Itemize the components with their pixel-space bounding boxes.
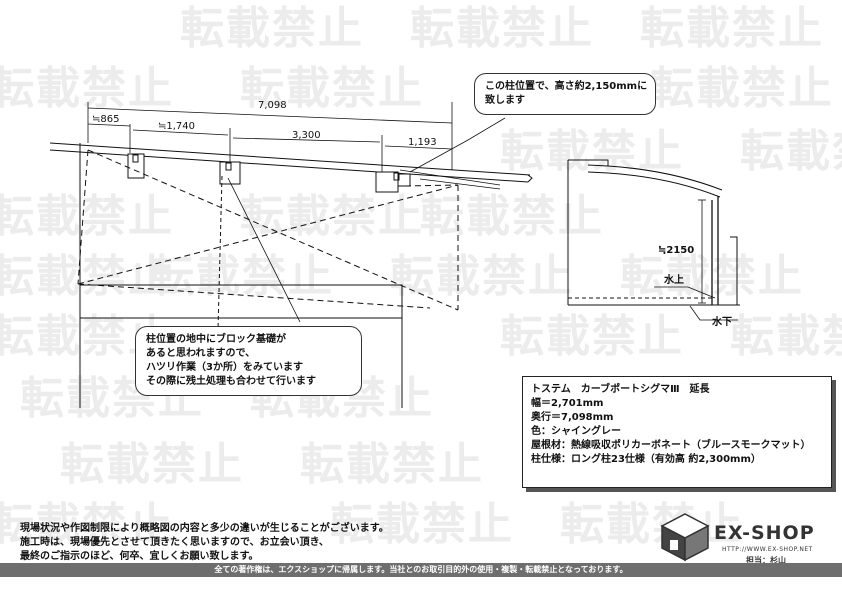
callout-leader (227, 117, 506, 323)
callout-line: あると思われますので、 (146, 348, 256, 359)
watermark-text: 転載禁止 (0, 499, 174, 550)
watermark-text: 転載禁止 (500, 126, 684, 177)
callout-line: その際に残土処理も合わせて行います (146, 376, 316, 387)
watermark-text: 転載禁止 (60, 439, 244, 490)
brand-name: EX-SHOP (714, 522, 815, 544)
post (127, 153, 411, 193)
spec-depth: 奥行＝7,098mm (531, 412, 614, 423)
note-line: 最終のご指示のほど、何卒、宜しくお願い致します。 (20, 551, 259, 562)
callout-foundation-note: 柱位置の地中にブロック基礎が あると思われますので、 ハツリ作業（3か所）をみて… (135, 326, 362, 396)
ex-shop-cube-logo-icon (660, 513, 710, 562)
side-elevation (567, 159, 740, 321)
spec-box: トステム カーブポートシグマⅢ 延長 幅＝2,701mm 奥行＝7,098mm … (522, 376, 832, 488)
note-line: 現場状況や作図制限により概略図の内容と多少の違いが生じることがございます。 (20, 523, 389, 534)
watermark-text: 転載禁止 (330, 499, 514, 550)
building-outline (79, 143, 403, 408)
dimension-label-seg2: ≒1,740 (158, 121, 195, 132)
callout-line: 柱位置の地中にブロック基礎が (146, 334, 286, 345)
watermark-text: 転載禁止 (740, 126, 842, 177)
side-height-label: ≒2150 (658, 245, 694, 256)
watermark-text: 転載禁止 (0, 63, 174, 114)
brand-url: HTTP://WWW.EX-SHOP.NET (722, 546, 813, 553)
callout-line: 致します (485, 95, 525, 106)
watermark-text: 転載禁止 (560, 499, 744, 550)
watermark-text: 転載禁止 (0, 191, 174, 242)
watermark-text: 転載禁止 (150, 251, 334, 302)
watermark-text: 転載禁止 (410, 3, 594, 54)
spec-product: トステム カーブポートシグマⅢ 延長 (531, 384, 710, 395)
dimension-label-total: 7,098 (258, 100, 287, 111)
watermark-text: 転載禁止 (240, 63, 424, 114)
watermark-text: 転載禁止 (620, 251, 804, 302)
watermark-text: 転載禁止 (0, 251, 174, 302)
watermark-text: 転載禁止 (640, 3, 824, 54)
spec-width: 幅＝2,701mm (531, 398, 604, 409)
callout-post-height: この柱位置で、高さ約2,150mmに 致します (474, 73, 656, 115)
note-line: 施工時は、現場優先とさせて頂きたく思いますので、お立会い頂き、 (20, 537, 329, 548)
disclaimer-notes: 現場状況や作図制限により概略図の内容と多少の違いが生じることがございます。 施工… (20, 522, 389, 564)
watermark-text: 転載禁止 (650, 63, 834, 114)
callout-line: ハツリ作業（3か所）をみています (146, 362, 303, 373)
watermark-text: 転載禁止 (420, 191, 604, 242)
spec-roof: 屋根材：熱線吸収ポリカーボネート（ブルースモークマット） (531, 440, 811, 451)
water-bottom-label: 水下 (711, 315, 732, 328)
dimension-label-seg1: ≒865 (92, 114, 119, 125)
copyright-footer: 全ての著作権は、エクスショップに帰属します。当社とのお取引目的外の使用・複製・転… (0, 563, 842, 577)
ground-outline (77, 149, 459, 331)
spec-color: 色：シャイングレー (531, 426, 621, 437)
dimension-lines (87, 102, 453, 172)
dimension-label-seg4: 1,193 (408, 137, 437, 148)
watermark-text: 転載禁止 (180, 3, 364, 54)
callout-line: この柱位置で、高さ約2,150mmに (485, 81, 648, 92)
roof-outline (49, 142, 533, 190)
watermark-text: 転載禁止 (500, 311, 684, 362)
staff-label: 担当：杉山 (746, 556, 786, 565)
watermark-text: 転載禁止 (240, 191, 424, 242)
water-top-label: 水上 (663, 273, 684, 286)
watermark-text: 転載禁止 (730, 311, 842, 362)
watermark-text: 転載禁止 (300, 439, 484, 490)
dimension-label-seg3: 3,300 (292, 130, 321, 141)
spec-post: 柱仕様：ロング柱23仕様（有効高 約2,300mm） (531, 454, 761, 465)
